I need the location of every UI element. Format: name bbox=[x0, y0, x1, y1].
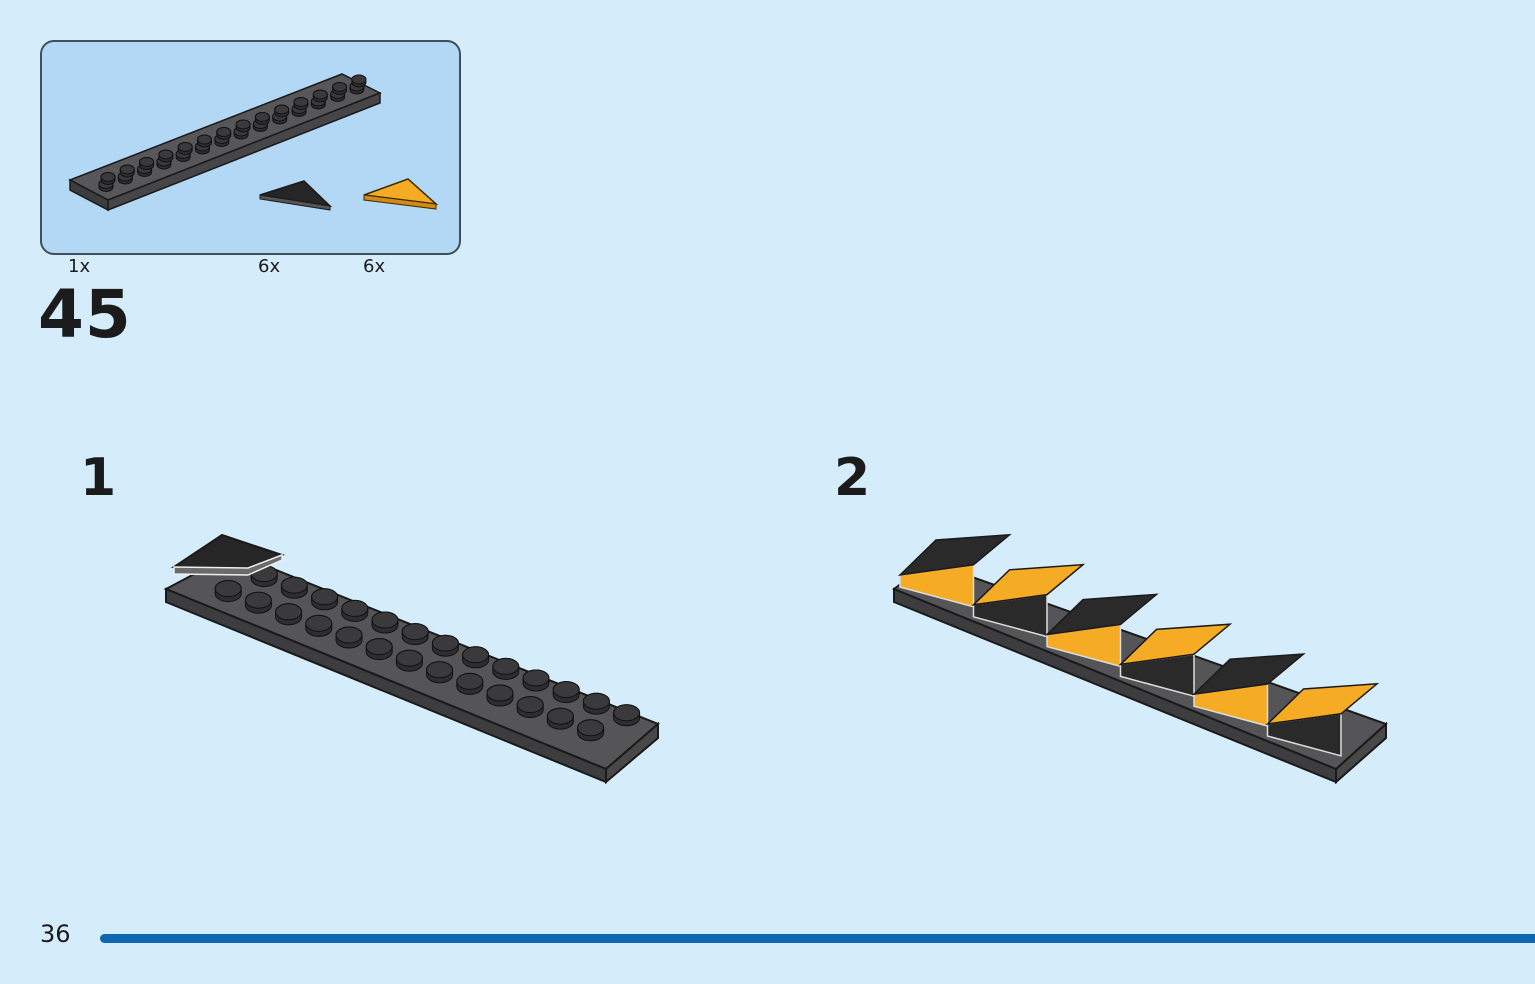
stud bbox=[365, 638, 393, 661]
wedge-tile-orange bbox=[899, 563, 975, 608]
wedge-tile-orange bbox=[1265, 682, 1380, 726]
sub-step-1-number: 1 bbox=[80, 448, 117, 508]
stud bbox=[177, 142, 193, 155]
stud bbox=[311, 588, 339, 611]
wedge-tile-black bbox=[897, 533, 1012, 577]
stud bbox=[280, 576, 308, 599]
wedge-tile-orange-icon bbox=[363, 178, 439, 210]
part-qty-plate: 1x bbox=[68, 256, 91, 277]
stud bbox=[613, 704, 641, 727]
wedge-tile-black-icon bbox=[259, 180, 333, 211]
stud bbox=[275, 603, 303, 626]
stud bbox=[431, 634, 459, 657]
stud bbox=[254, 112, 270, 125]
step-number: 45 bbox=[38, 276, 132, 353]
stud bbox=[546, 707, 574, 730]
stud bbox=[100, 172, 116, 185]
stud bbox=[426, 661, 454, 684]
wedge-tile-black bbox=[170, 533, 285, 576]
stud bbox=[312, 89, 328, 103]
part-qty-black-wedge: 6x bbox=[258, 256, 281, 277]
stud bbox=[214, 580, 242, 603]
parts-list-box: 1x 6x 6x bbox=[40, 40, 461, 277]
stud bbox=[216, 127, 232, 140]
stud bbox=[335, 626, 363, 649]
wedge-tile-black bbox=[1191, 653, 1306, 696]
stud bbox=[293, 97, 309, 110]
stud bbox=[522, 669, 550, 692]
wedge-tile-black bbox=[1044, 593, 1159, 636]
wedge-tile-black bbox=[1119, 653, 1195, 698]
stud bbox=[119, 164, 135, 178]
stud bbox=[341, 599, 369, 622]
plate-2x14-dark-gray bbox=[163, 551, 660, 785]
wedge-tile-orange bbox=[1193, 683, 1269, 727]
stud bbox=[305, 614, 333, 637]
stud bbox=[250, 565, 278, 588]
wedge-tile-orange bbox=[1118, 623, 1233, 666]
stud bbox=[456, 672, 484, 695]
page-progress-bar bbox=[100, 934, 1535, 943]
part-qty-orange-wedge: 6x bbox=[363, 256, 386, 277]
plate-2x14-with-wedge-tiles bbox=[891, 533, 1388, 785]
stud bbox=[371, 611, 399, 634]
stud bbox=[395, 649, 423, 672]
stud bbox=[401, 623, 429, 646]
parts-list-illustration bbox=[68, 73, 439, 212]
stud bbox=[197, 134, 212, 148]
stud bbox=[235, 119, 251, 133]
stud bbox=[492, 657, 520, 680]
stud bbox=[582, 692, 610, 715]
stud bbox=[274, 104, 290, 118]
stud bbox=[577, 719, 605, 742]
stud bbox=[158, 149, 174, 163]
stud bbox=[139, 157, 155, 170]
plate-2x14-dark-gray-icon bbox=[68, 73, 382, 212]
page-number: 36 bbox=[40, 920, 71, 948]
sub-step-2-number: 2 bbox=[834, 448, 871, 508]
stud bbox=[462, 646, 490, 669]
stud bbox=[516, 696, 544, 719]
stud bbox=[486, 684, 514, 707]
stud bbox=[332, 82, 348, 95]
wedge-tile-orange bbox=[971, 563, 1086, 606]
stud bbox=[244, 591, 272, 614]
wedge-tile-black bbox=[972, 593, 1048, 638]
stud bbox=[552, 681, 580, 704]
stud bbox=[351, 74, 367, 88]
wedge-tile-orange bbox=[1046, 623, 1122, 668]
wedge-tile-black bbox=[1266, 712, 1342, 757]
